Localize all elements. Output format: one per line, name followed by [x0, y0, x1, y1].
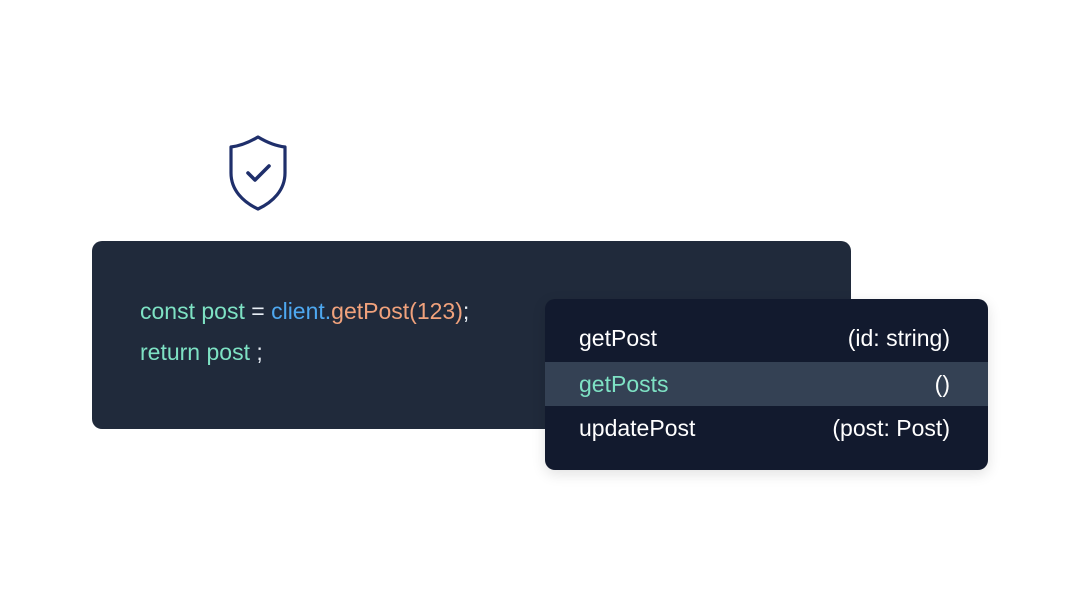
keyword-const: const [140, 298, 195, 324]
autocomplete-item-updatePost[interactable]: updatePost (post: Post) [545, 406, 988, 450]
item-name: getPost [579, 324, 657, 351]
autocomplete-popup: getPost (id: string) getPosts () updateP… [545, 299, 988, 470]
object-client: client. [271, 298, 332, 324]
semicolon: ; [256, 339, 263, 365]
code-line-2: return post ; [140, 337, 263, 367]
item-name: getPosts [579, 370, 669, 397]
autocomplete-item-getPost[interactable]: getPost (id: string) [545, 316, 988, 360]
item-signature: (id: string) [847, 324, 950, 351]
item-signature: (post: Post) [832, 414, 950, 441]
operator-equals: = [251, 298, 265, 324]
method-call: getPost(123) [331, 298, 463, 324]
shield-check-icon [226, 133, 290, 213]
keyword-return: return [140, 339, 201, 365]
semicolon: ; [462, 298, 470, 324]
item-name: updatePost [579, 414, 696, 441]
item-signature: () [934, 370, 950, 397]
variable-post: post [206, 339, 250, 365]
autocomplete-item-getPosts-selected[interactable]: getPosts () [545, 362, 988, 406]
code-line-1: const post = client.getPost(123); [140, 296, 469, 326]
variable-post: post [201, 298, 245, 324]
